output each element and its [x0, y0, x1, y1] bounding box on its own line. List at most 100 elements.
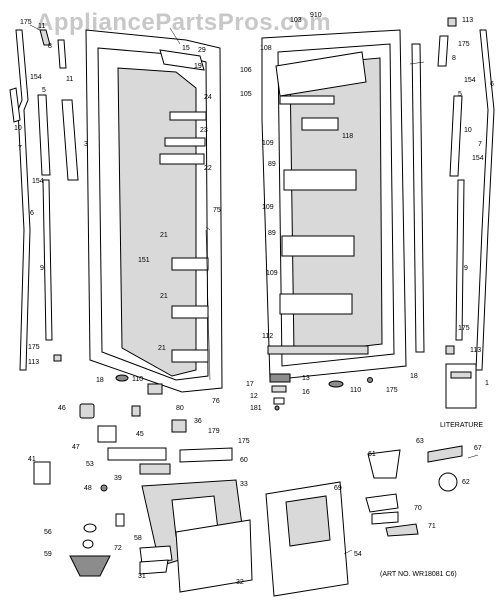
- screw-175-c: [367, 377, 373, 383]
- drip-tray-32: [175, 519, 253, 593]
- label-175: 175: [458, 41, 470, 48]
- bar-60: [179, 447, 233, 463]
- left-strip-end: [9, 87, 21, 123]
- freezer-top-cap-15: [159, 49, 205, 71]
- part-118: [301, 117, 339, 131]
- label-76: 76: [212, 398, 220, 405]
- hinge-110-left: [115, 374, 129, 382]
- right-cap-113-bottom: [445, 345, 455, 355]
- label-31: 31: [138, 573, 146, 580]
- freezer-door: [85, 29, 223, 395]
- label-175: 175: [238, 438, 250, 445]
- freezer-shelf-22: [159, 153, 205, 165]
- dairy-rail-105: [279, 95, 335, 105]
- label-11: 11: [66, 76, 73, 83]
- bracket-67: [427, 445, 463, 463]
- label-60: 60: [240, 457, 248, 464]
- label-62: 62: [462, 479, 470, 486]
- label-113: 113: [28, 359, 39, 366]
- hinge-hardware: [269, 373, 373, 411]
- right-cap-113: [447, 17, 457, 27]
- literature-booklet-band: [450, 371, 472, 379]
- label-36: 36: [194, 418, 202, 425]
- label-113: 113: [470, 347, 481, 354]
- dispenser-parts: [33, 403, 253, 593]
- label-16: 16: [302, 389, 310, 396]
- right-trim-strips: [411, 17, 495, 371]
- label-54: 54: [354, 551, 362, 558]
- hinge-110-right: [328, 380, 344, 388]
- label-151: 151: [138, 257, 150, 264]
- part-80: [147, 383, 163, 395]
- label-10: 10: [14, 125, 22, 132]
- dairy-door-106: [275, 51, 367, 97]
- label-110: 110: [350, 387, 361, 394]
- label-13: 13: [302, 375, 310, 382]
- part-69: [365, 493, 399, 513]
- bottom-rail-112: [267, 345, 369, 355]
- label-41: 41: [28, 456, 36, 463]
- label-56: 56: [44, 529, 52, 536]
- label-5: 5: [458, 91, 462, 98]
- label-113: 113: [462, 17, 473, 24]
- freezer-shelf-24: [169, 111, 207, 121]
- label-29: 29: [198, 47, 206, 54]
- freezer-bin-21c: [171, 349, 209, 363]
- label-47: 47: [72, 444, 80, 451]
- label-39: 39: [114, 475, 122, 482]
- label-175: 175: [28, 344, 40, 351]
- part-48: [100, 484, 108, 492]
- label-105: 105: [240, 91, 252, 98]
- label-48: 48: [84, 485, 92, 492]
- label-80: 80: [176, 405, 184, 412]
- right-strip-9: [455, 179, 465, 341]
- label-69: 69: [334, 485, 342, 492]
- label-89: 89: [268, 230, 276, 237]
- label-5: 5: [42, 87, 46, 94]
- bracket-41: [33, 461, 51, 485]
- label-45: 45: [136, 431, 144, 438]
- ring-62: [438, 472, 458, 492]
- freezer-bin-21b: [171, 305, 209, 319]
- label-6: 6: [30, 210, 34, 217]
- right-bracket-8: [437, 35, 449, 67]
- nut-56b: [82, 539, 94, 549]
- label-7: 7: [18, 145, 22, 152]
- label-9: 9: [464, 265, 468, 272]
- part-36: [171, 419, 187, 433]
- label-19: 19: [194, 63, 202, 70]
- left-cap-113: [53, 354, 62, 362]
- label-109: 109: [262, 140, 274, 147]
- label-1: 1: [485, 380, 489, 387]
- label-7: 7: [478, 141, 482, 148]
- label-154: 154: [32, 178, 44, 185]
- label-24: 24: [204, 94, 212, 101]
- left-strip-6: [15, 29, 31, 371]
- label-175: 175: [458, 325, 470, 332]
- left-handle-3: [61, 99, 79, 181]
- wire-76: [205, 229, 211, 381]
- label-70: 70: [414, 505, 422, 512]
- label-110: 110: [132, 376, 143, 383]
- label-3: 3: [84, 141, 88, 148]
- part-58: [139, 545, 173, 565]
- watermark: AppliancePartsPros.com: [36, 9, 331, 36]
- label-63: 63: [416, 438, 424, 445]
- label-21: 21: [160, 293, 168, 300]
- label-17: 17: [246, 381, 254, 388]
- front-panel-recess: [285, 495, 331, 547]
- literature-booklet: [445, 363, 477, 409]
- label-71: 71: [428, 523, 436, 530]
- label-109: 109: [266, 270, 278, 277]
- right-strip-6: [475, 29, 495, 371]
- label-89: 89: [268, 161, 276, 168]
- right-strip-18: [411, 43, 425, 353]
- label-23: 23: [200, 127, 208, 134]
- label-33: 33: [240, 481, 248, 488]
- label-103: 103: [290, 17, 302, 24]
- cover-39: [139, 463, 171, 475]
- label-32: 32: [236, 579, 244, 586]
- label-67: 67: [474, 445, 482, 452]
- left-bracket-8: [57, 39, 67, 69]
